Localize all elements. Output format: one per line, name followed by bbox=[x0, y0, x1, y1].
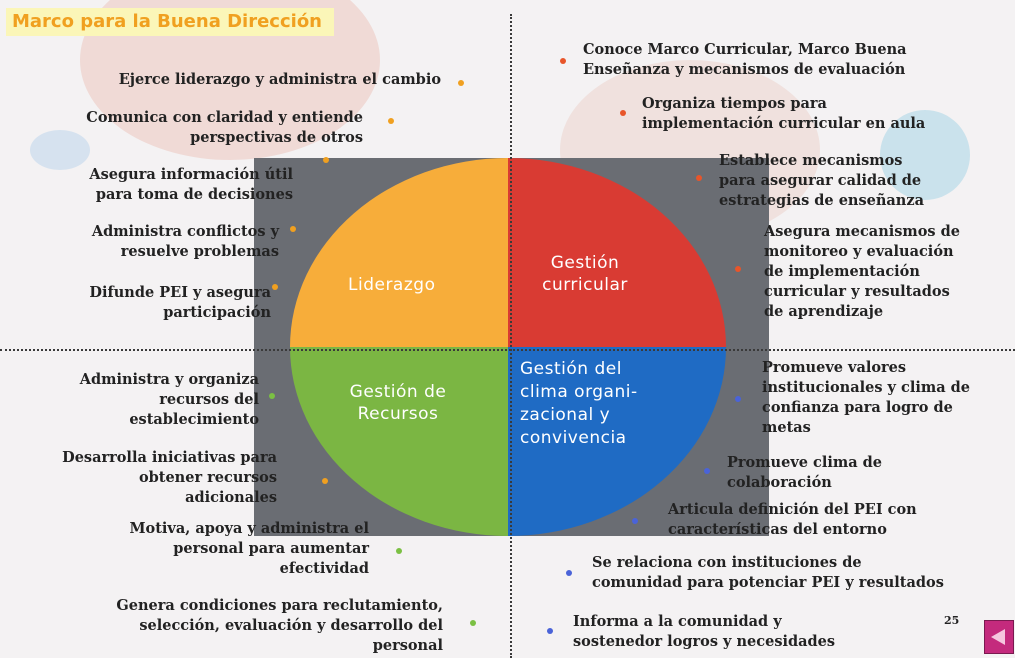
back-arrow-icon bbox=[991, 629, 1005, 645]
quadrant-liderazgo bbox=[290, 158, 508, 347]
page-number: 25 bbox=[944, 614, 960, 627]
bullet-dot bbox=[547, 628, 553, 634]
bullet-dot bbox=[704, 468, 710, 474]
bullet-dot bbox=[566, 570, 572, 576]
bullet-dot bbox=[272, 284, 278, 290]
quadrant-gestion-curricular bbox=[508, 158, 726, 347]
bullet-dot bbox=[470, 620, 476, 626]
bullet-dot bbox=[620, 110, 626, 116]
bullet-dot bbox=[323, 157, 329, 163]
bullet-dot bbox=[458, 80, 464, 86]
vertical-divider bbox=[510, 14, 512, 658]
bullet-dot bbox=[396, 548, 402, 554]
bullet-dot bbox=[322, 478, 328, 484]
bullet-dot bbox=[632, 518, 638, 524]
bullet-dot bbox=[735, 266, 741, 272]
bullet-dot bbox=[269, 393, 275, 399]
bullet-dot bbox=[735, 396, 741, 402]
liderazgo-item: Ejerce liderazgo y administra el cambio bbox=[118, 71, 441, 88]
background-figure bbox=[880, 110, 970, 200]
quadrant-circle bbox=[290, 158, 726, 536]
previous-slide-button[interactable] bbox=[984, 620, 1014, 654]
bullet-dot bbox=[290, 226, 296, 232]
recursos-item: Genera condiciones para reclutamiento,se… bbox=[116, 597, 443, 654]
horizontal-divider bbox=[0, 349, 1015, 351]
slide-title: Marco para la Buena Dirección bbox=[6, 8, 334, 36]
quadrant-gestion-recursos bbox=[290, 347, 508, 536]
bullet-dot bbox=[696, 175, 702, 181]
quadrant-gestion-clima bbox=[508, 347, 726, 536]
quadrant-label-liderazgo: Liderazgo bbox=[348, 275, 436, 295]
background-figure bbox=[30, 130, 90, 170]
bullet-dot bbox=[560, 58, 566, 64]
bullet-dot bbox=[388, 118, 394, 124]
